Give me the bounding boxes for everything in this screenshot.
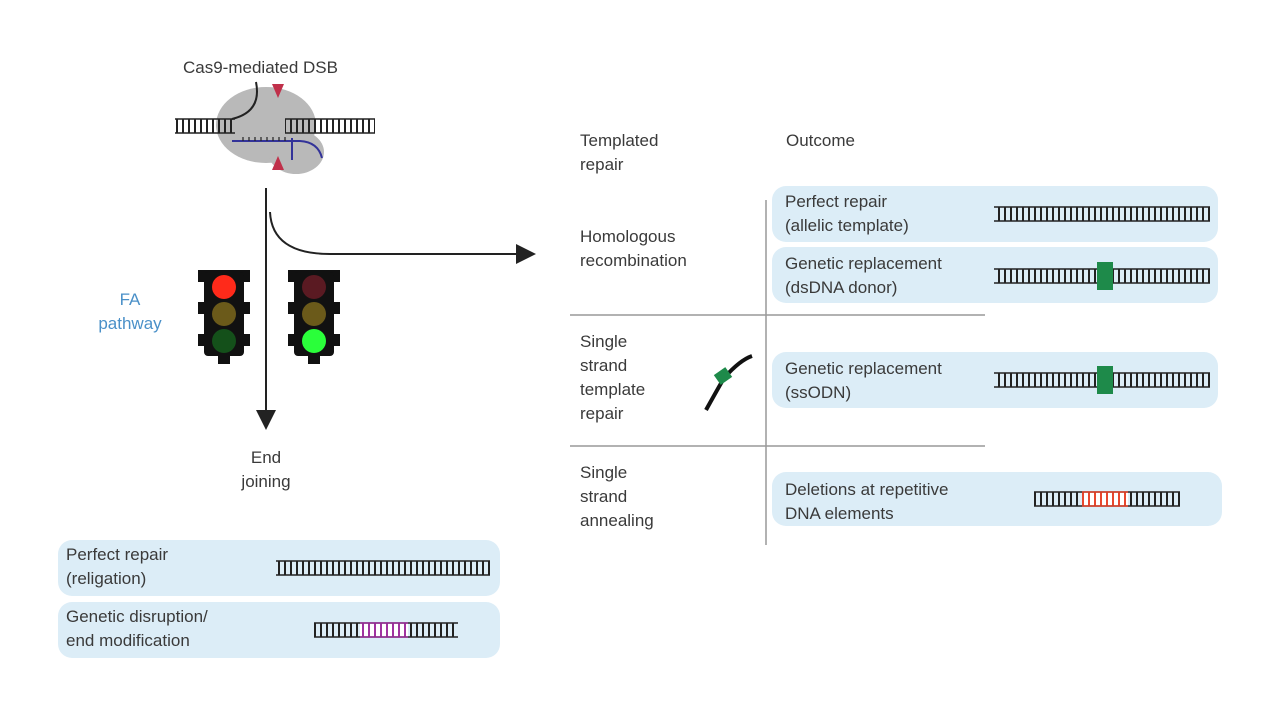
outcome-replace-dsdna-line-2: (dsDNA donor) xyxy=(785,278,898,297)
outcome-deletions-label: Deletions at repetitive DNA elements xyxy=(785,478,948,526)
traffic-light-green-icon xyxy=(288,270,340,364)
outcome-deletions-line-1: Deletions at repetitive xyxy=(785,480,949,499)
ej-religation-line-1: Perfect repair xyxy=(66,545,169,564)
category-ssa-line-3: annealing xyxy=(580,511,654,530)
dna-dsdna-replacement-icon xyxy=(994,262,1210,290)
dna-perfect-allelic-icon xyxy=(994,206,1210,222)
category-ssa-line-2: strand xyxy=(580,487,628,506)
category-hr-line-1: Homologous xyxy=(580,227,676,246)
dna-disruption-icon xyxy=(314,622,458,638)
outcome-perfect-allelic-label: Perfect repair (allelic template) xyxy=(785,190,909,238)
traffic-light-red-icon xyxy=(198,270,250,364)
outcome-deletions-line-2: DNA elements xyxy=(785,504,894,523)
category-hr-line-2: recombination xyxy=(580,251,687,270)
outcome-perfect-allelic-line-1: Perfect repair xyxy=(785,192,888,211)
outcome-replace-ssodn-line-2: (ssODN) xyxy=(785,383,852,402)
ej-disruption-line-2: end modification xyxy=(66,631,190,650)
header-templated-line-1: Templated xyxy=(580,131,659,150)
ssodn-strand-icon xyxy=(704,354,753,411)
ej-disruption-label: Genetic disruption/ end modification xyxy=(66,605,208,653)
templated-repair-arrow xyxy=(269,211,536,264)
header-templated-repair: Templated repair xyxy=(580,129,658,177)
category-sstr-line-4: repair xyxy=(580,404,624,423)
ej-religation-label: Perfect repair (religation) xyxy=(66,543,168,591)
category-sstr-line-2: strand xyxy=(580,356,628,375)
outcome-perfect-allelic-line-2: (allelic template) xyxy=(785,216,909,235)
end-joining-line-2: joining xyxy=(241,472,291,491)
header-outcome: Outcome xyxy=(786,131,855,150)
end-joining-line-1: End xyxy=(250,448,282,467)
ej-disruption-line-1: Genetic disruption/ xyxy=(66,607,208,626)
outcome-replace-ssodn-line-1: Genetic replacement xyxy=(785,359,942,378)
fa-pathway-line-2: pathway xyxy=(98,314,162,333)
header-templated-line-2: repair xyxy=(580,155,624,174)
category-sstr-line-3: template xyxy=(580,380,646,399)
category-single-strand-template-repair: Single strand template repair xyxy=(580,330,645,426)
category-homologous-recombination: Homologous recombination xyxy=(580,225,687,273)
ej-religation-line-2: (religation) xyxy=(66,569,147,588)
category-single-strand-annealing: Single strand annealing xyxy=(580,461,654,533)
dna-deletion-icon xyxy=(1034,491,1180,507)
end-joining-label: End joining xyxy=(228,446,304,494)
outcome-replace-dsdna-line-1: Genetic replacement xyxy=(785,254,942,273)
fa-pathway-line-1: FA xyxy=(119,290,141,309)
cas9-dsb-label: Cas9-mediated DSB xyxy=(183,58,338,77)
fa-pathway-label: FA pathway xyxy=(92,288,168,336)
dna-ssodn-replacement-icon xyxy=(994,366,1210,394)
category-sstr-line-1: Single xyxy=(580,332,628,351)
dna-religation-icon xyxy=(276,560,490,576)
outcome-replace-ssodn-label: Genetic replacement (ssODN) xyxy=(785,357,942,405)
category-ssa-line-1: Single xyxy=(580,463,628,482)
cas9-complex-icon xyxy=(175,81,375,174)
outcome-replace-dsdna-label: Genetic replacement (dsDNA donor) xyxy=(785,252,942,300)
